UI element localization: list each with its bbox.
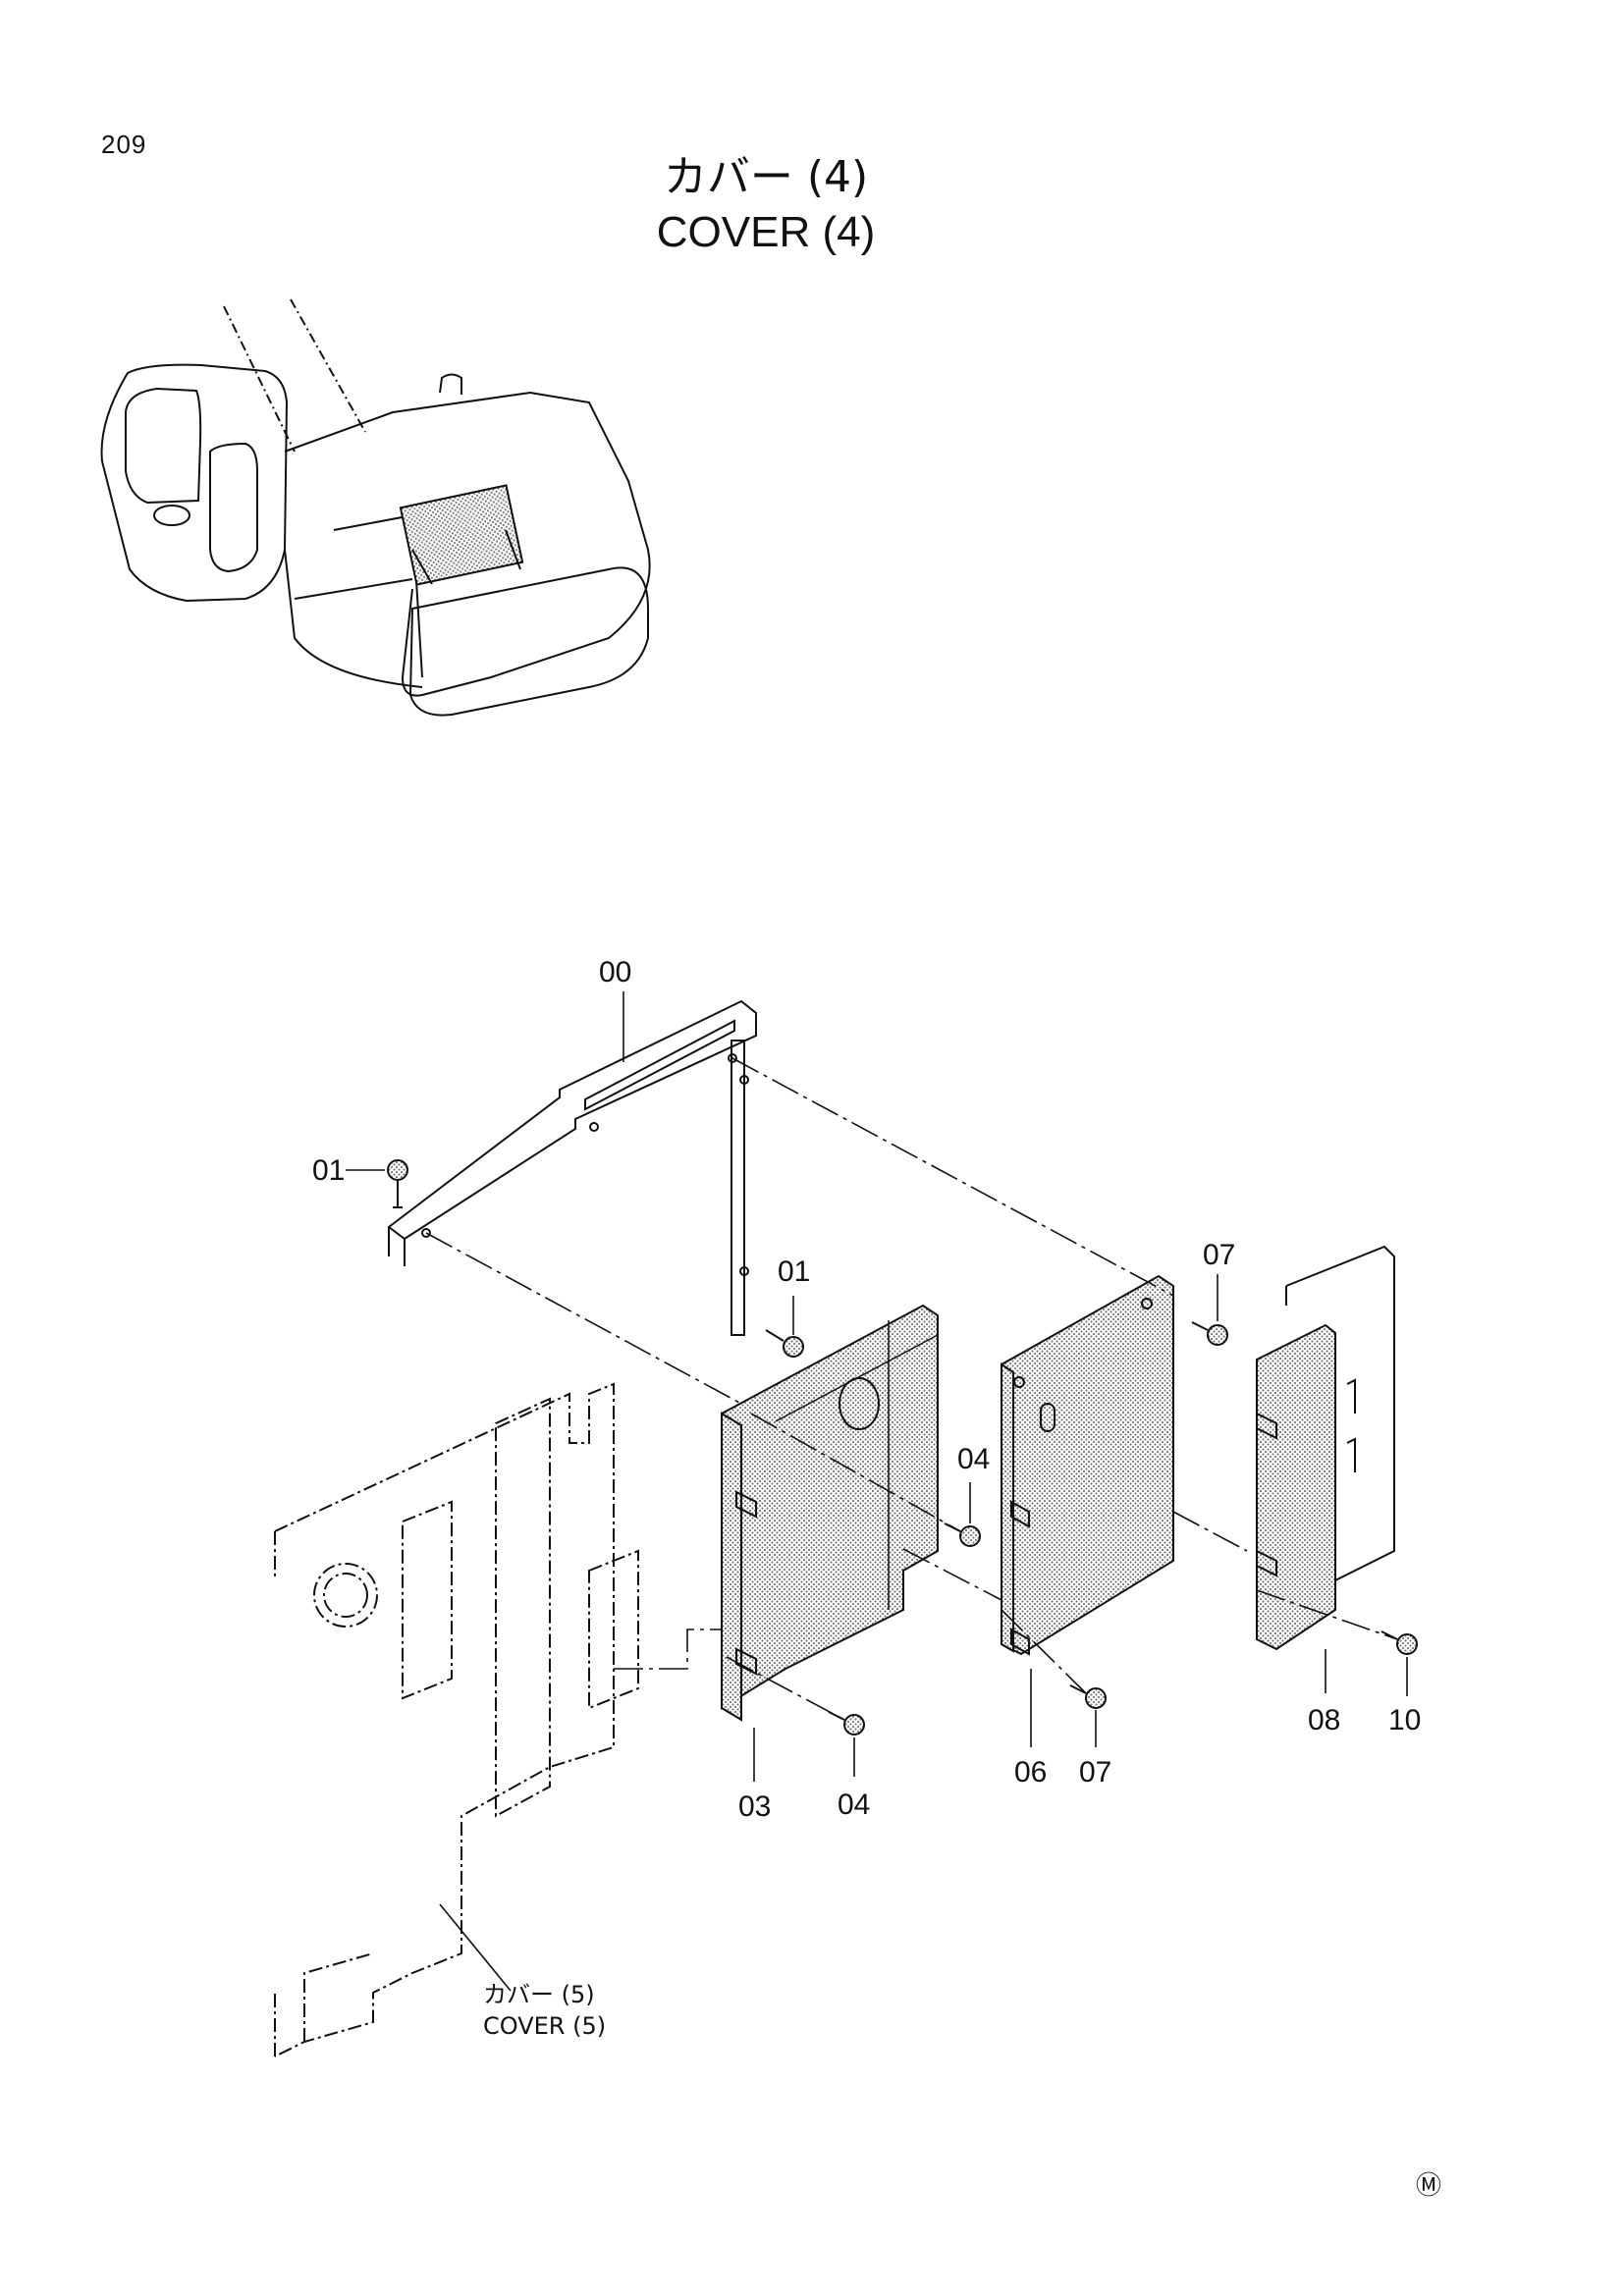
machine-overview [100,298,651,717]
cab-handle [153,505,190,526]
title-block: カバー (4) COVER (4) [0,149,1532,259]
reference-label: カバー (5) COVER (5) [483,1981,606,2040]
callout-01b: 01 [778,1255,810,1288]
cover-08 [1256,1245,1395,1651]
cab-window-front [125,387,202,505]
counterweight [408,566,649,717]
callout-07b: 07 [1079,1756,1111,1789]
body-panel [294,513,423,678]
reference-label-japanese: カバー (5) [483,1981,595,2008]
cover-05-reference [274,1382,639,2057]
reference-label-english: COVER (5) [483,2012,606,2040]
manufacturer-mark: Ⓜ [1416,2171,1441,2201]
leader-lines [346,991,1408,1992]
location-cover-highlight [399,484,524,586]
callout-03: 03 [738,1790,771,1823]
page-number: 209 [101,130,147,159]
bolt-04b [828,1711,865,1735]
exhaust-pipe [439,373,462,395]
callout-04a: 04 [957,1443,990,1475]
engine-cover-top [284,391,651,697]
boom-lines [223,298,366,453]
bolt-01a [387,1159,408,1208]
bolt-07b [1069,1684,1107,1709]
cab-window-side [209,442,258,573]
cover-06 [1001,1274,1174,1656]
assembly-lines [425,1057,1398,1721]
callouts: 00 01 01 03 04 04 06 07 07 08 10 [312,956,1421,1823]
callout-10: 10 [1388,1704,1421,1736]
body-lower [284,549,423,688]
callout-08: 08 [1308,1704,1340,1736]
bolt-07a [1191,1321,1228,1346]
callout-07a: 07 [1203,1239,1235,1271]
callout-00: 00 [599,956,631,988]
cover-03 [721,1304,939,1722]
callout-06: 06 [1014,1756,1047,1789]
bolt-04a [944,1522,981,1547]
bracket-00 [387,999,757,1336]
bolt-01b [765,1329,804,1358]
cab-outline [100,363,289,603]
exploded-view [274,991,1418,2057]
title-english: COVER (4) [656,208,876,256]
callout-04b: 04 [838,1789,870,1821]
callout-01a: 01 [312,1154,345,1187]
title-japanese: カバー (4) [663,152,869,202]
